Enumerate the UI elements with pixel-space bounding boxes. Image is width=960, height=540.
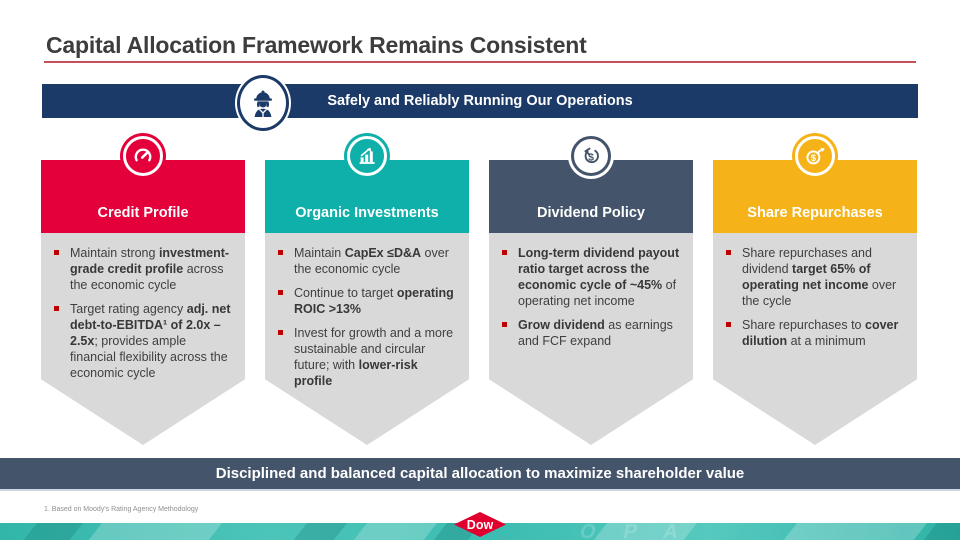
column-organic-investments: Organic Investments Maintain CapEx ≤D&A …	[265, 136, 469, 445]
stripe-watermark: OPA	[577, 523, 709, 540]
bullet-item: Maintain CapEx ≤D&A over the economic cy…	[273, 245, 459, 277]
column-share-repurchases: $ Share Repurchases Share repurchases an…	[713, 136, 917, 445]
bullet-item: Grow dividend as earnings and FCF expand	[497, 317, 683, 349]
column-panel-dividend-policy: Long-term dividend payout ratio target a…	[489, 233, 693, 445]
dow-logo-text: Dow	[467, 518, 494, 532]
stripe-streak	[919, 523, 960, 540]
dollar-cycle-icon: $	[571, 136, 611, 176]
safety-banner-label: Safely and Reliably Running Our Operatio…	[327, 93, 633, 109]
stripe-streak	[84, 523, 226, 540]
bullet-item: Maintain strong investment-grade credit …	[49, 245, 235, 293]
bullet-item: Share repurchases and dividend target 65…	[721, 245, 907, 309]
summary-banner: Disciplined and balanced capital allocat…	[0, 458, 960, 491]
gauge-icon	[123, 136, 163, 176]
column-credit-profile: Credit Profile Maintain strong investmen…	[41, 136, 245, 445]
bullet-list: Maintain strong investment-grade credit …	[49, 245, 235, 381]
bullet-item: Continue to target operating ROIC >13%	[273, 285, 459, 317]
bullet-list: Maintain CapEx ≤D&A over the economic cy…	[273, 245, 459, 389]
column-header-credit-profile: Credit Profile	[41, 160, 245, 233]
dow-logo: Dow ®	[453, 512, 507, 540]
title-underline	[44, 61, 916, 63]
column-dividend-policy: $ Dividend Policy Long-term dividend pay…	[489, 136, 693, 445]
bullet-item: Target rating agency adj. net debt-to-EB…	[49, 301, 235, 381]
summary-banner-label: Disciplined and balanced capital allocat…	[215, 465, 745, 482]
stripe-streak	[779, 523, 931, 540]
svg-text:$: $	[588, 151, 594, 163]
stripe-streak	[19, 523, 87, 540]
bullet-item: Long-term dividend payout ratio target a…	[497, 245, 683, 309]
page-title: Capital Allocation Framework Remains Con…	[46, 32, 587, 59]
bullet-list: Share repurchases and dividend target 65…	[721, 245, 907, 349]
bar-chart-icon	[347, 136, 387, 176]
stripe-streak	[289, 523, 351, 540]
registered-mark: ®	[501, 535, 504, 540]
svg-text:$: $	[811, 153, 817, 164]
stripe-streak	[349, 523, 441, 540]
column-panel-organic-investments: Maintain CapEx ≤D&A over the economic cy…	[265, 233, 469, 445]
worker-icon	[237, 75, 289, 131]
dollar-out-icon: $	[795, 136, 835, 176]
footnote: 1. Based on Moody's Rating Agency Method…	[44, 506, 199, 513]
column-panel-credit-profile: Maintain strong investment-grade credit …	[41, 233, 245, 445]
safety-banner: Safely and Reliably Running Our Operatio…	[42, 75, 918, 131]
bullet-item: Invest for growth and a more sustainable…	[273, 325, 459, 389]
column-header-dividend-policy: Dividend Policy	[489, 160, 693, 233]
column-panel-share-repurchases: Share repurchases and dividend target 65…	[713, 233, 917, 445]
bullet-list: Long-term dividend payout ratio target a…	[497, 245, 683, 349]
bullet-item: Share repurchases to cover dilution at a…	[721, 317, 907, 349]
